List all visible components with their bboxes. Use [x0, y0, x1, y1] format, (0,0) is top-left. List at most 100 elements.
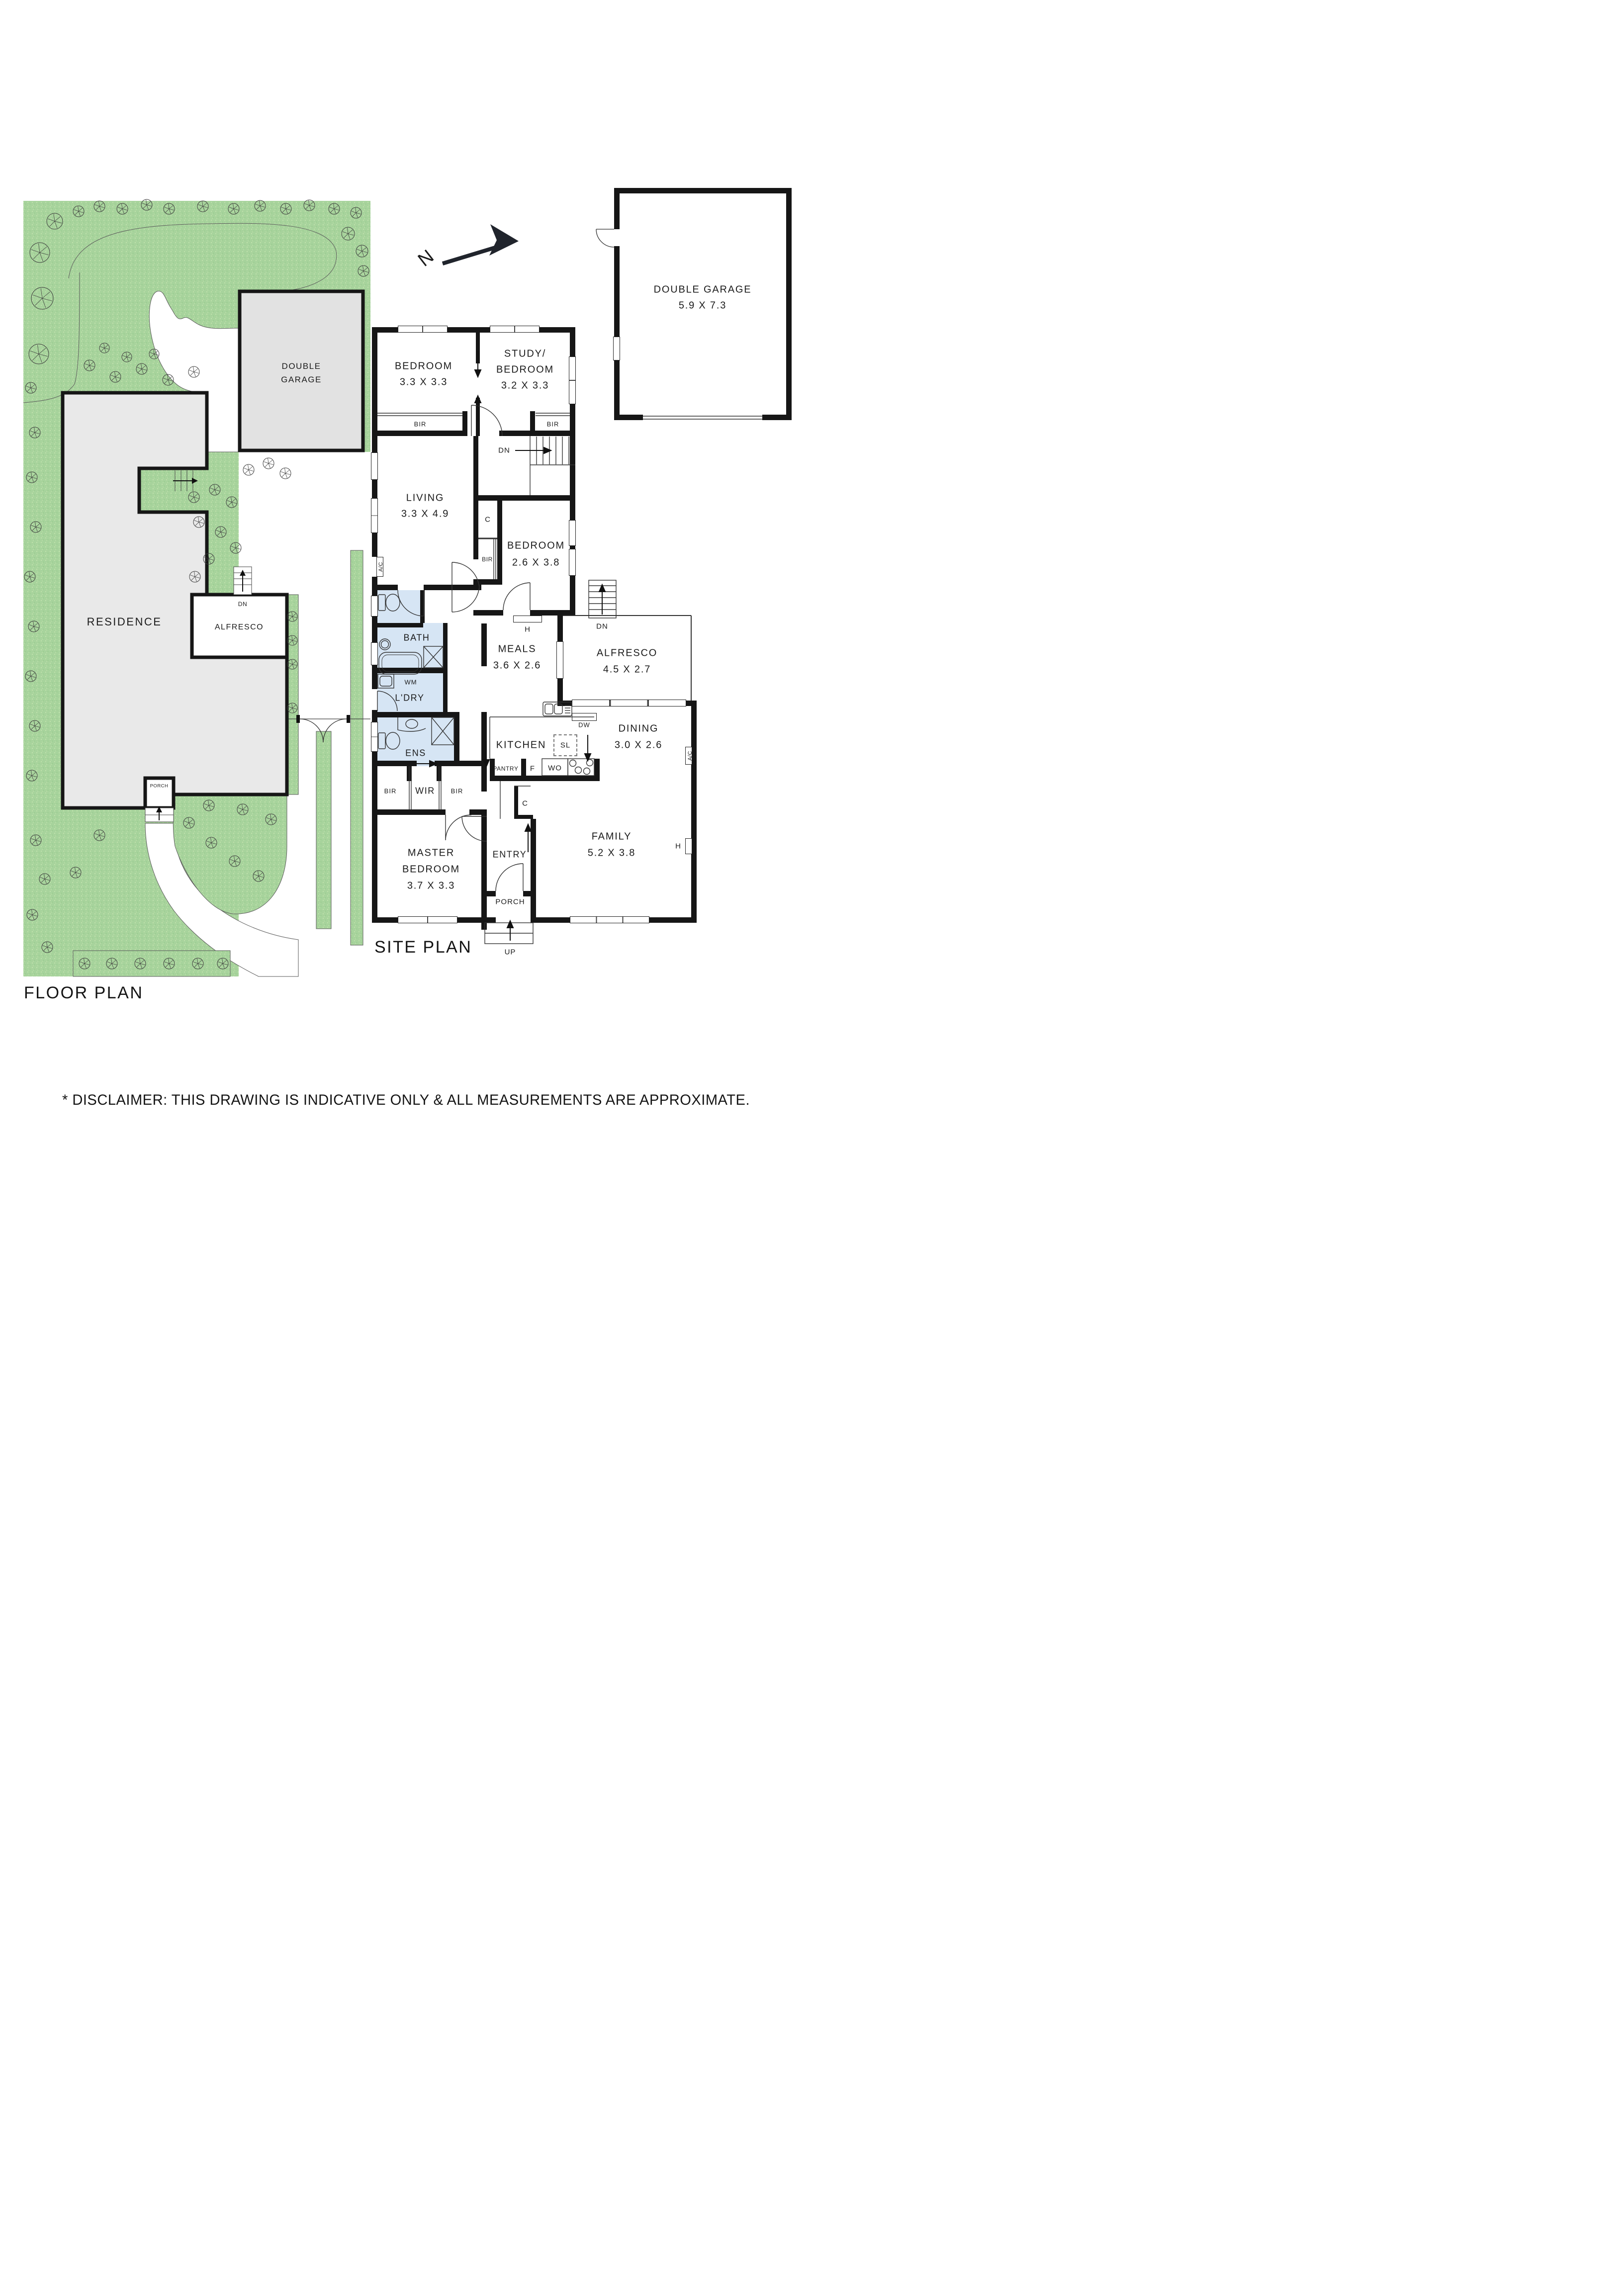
- room-label-entry: ENTRY: [492, 849, 527, 860]
- wall: [481, 712, 487, 792]
- wall: [377, 668, 448, 673]
- wall: [473, 610, 503, 616]
- window: [371, 642, 378, 665]
- tree-icon: [106, 958, 118, 970]
- wall: [481, 891, 487, 930]
- room-dims-living: 3.3 X 4.9: [401, 508, 450, 520]
- tree-icon: [26, 909, 38, 921]
- wall: [614, 360, 620, 415]
- floorplan-document: N DOUBLE GARAGE 5.9 X 7.3 DOUBLE GARAGE …: [0, 0, 812, 1148]
- wall: [490, 776, 600, 781]
- window: [570, 916, 649, 923]
- site-porch: [143, 776, 176, 810]
- window: [556, 641, 563, 679]
- wall: [614, 415, 643, 420]
- wall: [443, 623, 448, 668]
- site-plan-title: SITE PLAN: [374, 938, 472, 957]
- wall: [473, 436, 478, 559]
- wall: [454, 717, 459, 766]
- wall: [476, 333, 480, 363]
- wall: [457, 917, 496, 923]
- tree-icon: [25, 670, 37, 682]
- wall: [514, 815, 533, 819]
- wall: [372, 752, 377, 923]
- wall: [499, 431, 575, 436]
- wall: [443, 673, 448, 712]
- tag-f: F: [530, 764, 536, 773]
- tree-icon: [29, 242, 50, 263]
- window: [371, 452, 378, 480]
- door-arc: [596, 229, 615, 248]
- wall: [372, 917, 398, 923]
- tree-icon: [29, 720, 41, 732]
- site-garage: [238, 289, 365, 452]
- wall: [372, 533, 377, 557]
- wall: [614, 188, 792, 193]
- tree-icon: [197, 200, 209, 212]
- wall: [570, 333, 575, 495]
- tag-bir: BIR: [414, 420, 427, 428]
- tree-icon: [141, 199, 153, 211]
- tree-icon: [341, 227, 355, 241]
- wall: [435, 761, 481, 766]
- tag-c: C: [522, 799, 528, 808]
- room-label-bedroom1: BEDROOM: [395, 360, 452, 372]
- tree-icon: [356, 245, 368, 258]
- site-lawn-wedge: [173, 794, 287, 914]
- tree-icon: [192, 958, 204, 970]
- tree-icon: [29, 427, 41, 439]
- tree-icon: [116, 203, 128, 215]
- wet-area: [377, 717, 459, 766]
- room-label-master-2: BEDROOM: [402, 864, 460, 875]
- lot-contour-line: [23, 272, 80, 403]
- wall: [372, 431, 467, 436]
- gate-post: [296, 715, 300, 723]
- room-label-study-1: STUDY/: [504, 348, 546, 359]
- tree-icon: [287, 611, 298, 622]
- tree-icon: [217, 958, 229, 970]
- tree-icon: [226, 496, 238, 508]
- plan-underlay: [0, 0, 812, 1148]
- tag-sl: SL: [560, 741, 571, 750]
- site-garage-label-2: GARAGE: [281, 375, 322, 384]
- gate-leaf: [323, 718, 347, 743]
- wall: [372, 327, 575, 333]
- tree-icon: [31, 287, 54, 310]
- wall: [762, 415, 792, 420]
- tree-icon: [203, 799, 215, 811]
- tree-icon: [121, 352, 132, 362]
- fixture-nub: [376, 557, 383, 577]
- wall: [372, 617, 377, 642]
- tag-bir: BIR: [384, 787, 397, 795]
- tree-icon: [26, 770, 38, 782]
- plan-linework: [23, 199, 762, 977]
- tree-icon: [93, 829, 105, 841]
- window: [398, 326, 448, 333]
- tree-icon: [279, 467, 291, 479]
- tag-wo: WO: [548, 764, 562, 773]
- tag-up: UP: [504, 948, 516, 957]
- fixture-nub: [513, 616, 542, 622]
- wall: [372, 333, 377, 452]
- wall: [481, 623, 487, 666]
- site-driveway-strip: [316, 731, 332, 929]
- room-label-alfresco: ALFRESCO: [596, 647, 658, 659]
- room-dims-alfresco: 4.5 X 2.7: [603, 664, 651, 675]
- window: [371, 596, 378, 617]
- wall: [531, 891, 536, 923]
- wall: [521, 759, 526, 776]
- wall: [649, 917, 697, 923]
- floor-plan-title: FLOOR PLAN: [24, 983, 144, 1002]
- room-dims-bedroom1: 3.3 X 3.3: [399, 376, 448, 388]
- room-label-ens: ENS: [405, 748, 426, 758]
- wall: [473, 579, 502, 585]
- tree-icon: [30, 521, 42, 533]
- wall: [557, 701, 572, 706]
- room-dims-bedroom3: 2.6 X 3.8: [512, 557, 560, 568]
- tree-icon: [280, 203, 292, 215]
- wall: [420, 590, 425, 623]
- tree-icon: [84, 359, 95, 371]
- tree-icon: [41, 941, 53, 953]
- tree-icon: [73, 205, 85, 217]
- tree-icon: [358, 265, 369, 277]
